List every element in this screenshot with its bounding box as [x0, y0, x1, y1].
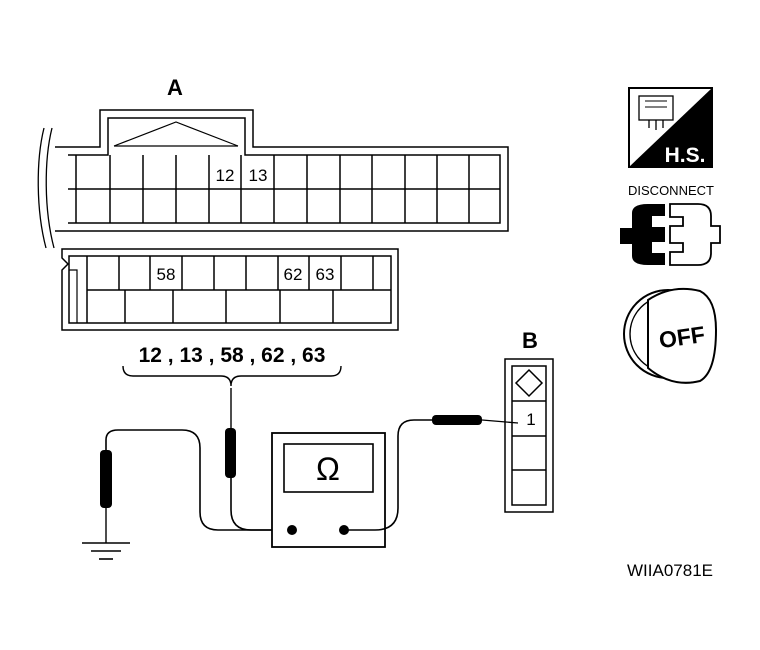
connector-a-lower: [61, 248, 399, 331]
pin-list-brace: [122, 365, 342, 387]
pin-label-1: 1: [526, 410, 535, 429]
disconnect-label: DISCONNECT: [628, 183, 714, 198]
connector-b-label: B: [522, 328, 538, 353]
probe-ground: [100, 429, 292, 543]
pin-label-58: 58: [157, 265, 176, 284]
harness-side-text: H.S.: [665, 144, 706, 167]
figure-code: WIIA0781E: [627, 561, 713, 580]
ignition-off-text: OFF: [657, 321, 706, 353]
ignition-off-icon: [623, 287, 718, 384]
ohm-symbol: Ω: [316, 451, 340, 487]
connector-a-label: A: [167, 75, 183, 100]
connector-b: [504, 358, 554, 513]
pin-label-12: 12: [216, 166, 235, 185]
ground-symbol: [82, 542, 130, 560]
pin-label-13: 13: [249, 166, 268, 185]
pin-list-label: 12 , 13 , 58 , 62 , 63: [139, 344, 326, 367]
harness-side-icon: [628, 87, 713, 168]
ohmmeter: [271, 432, 386, 548]
pin-label-63: 63: [316, 265, 335, 284]
disconnect-icon: [620, 203, 721, 266]
connector-a-upper: [37, 109, 509, 249]
pin-label-62: 62: [284, 265, 303, 284]
